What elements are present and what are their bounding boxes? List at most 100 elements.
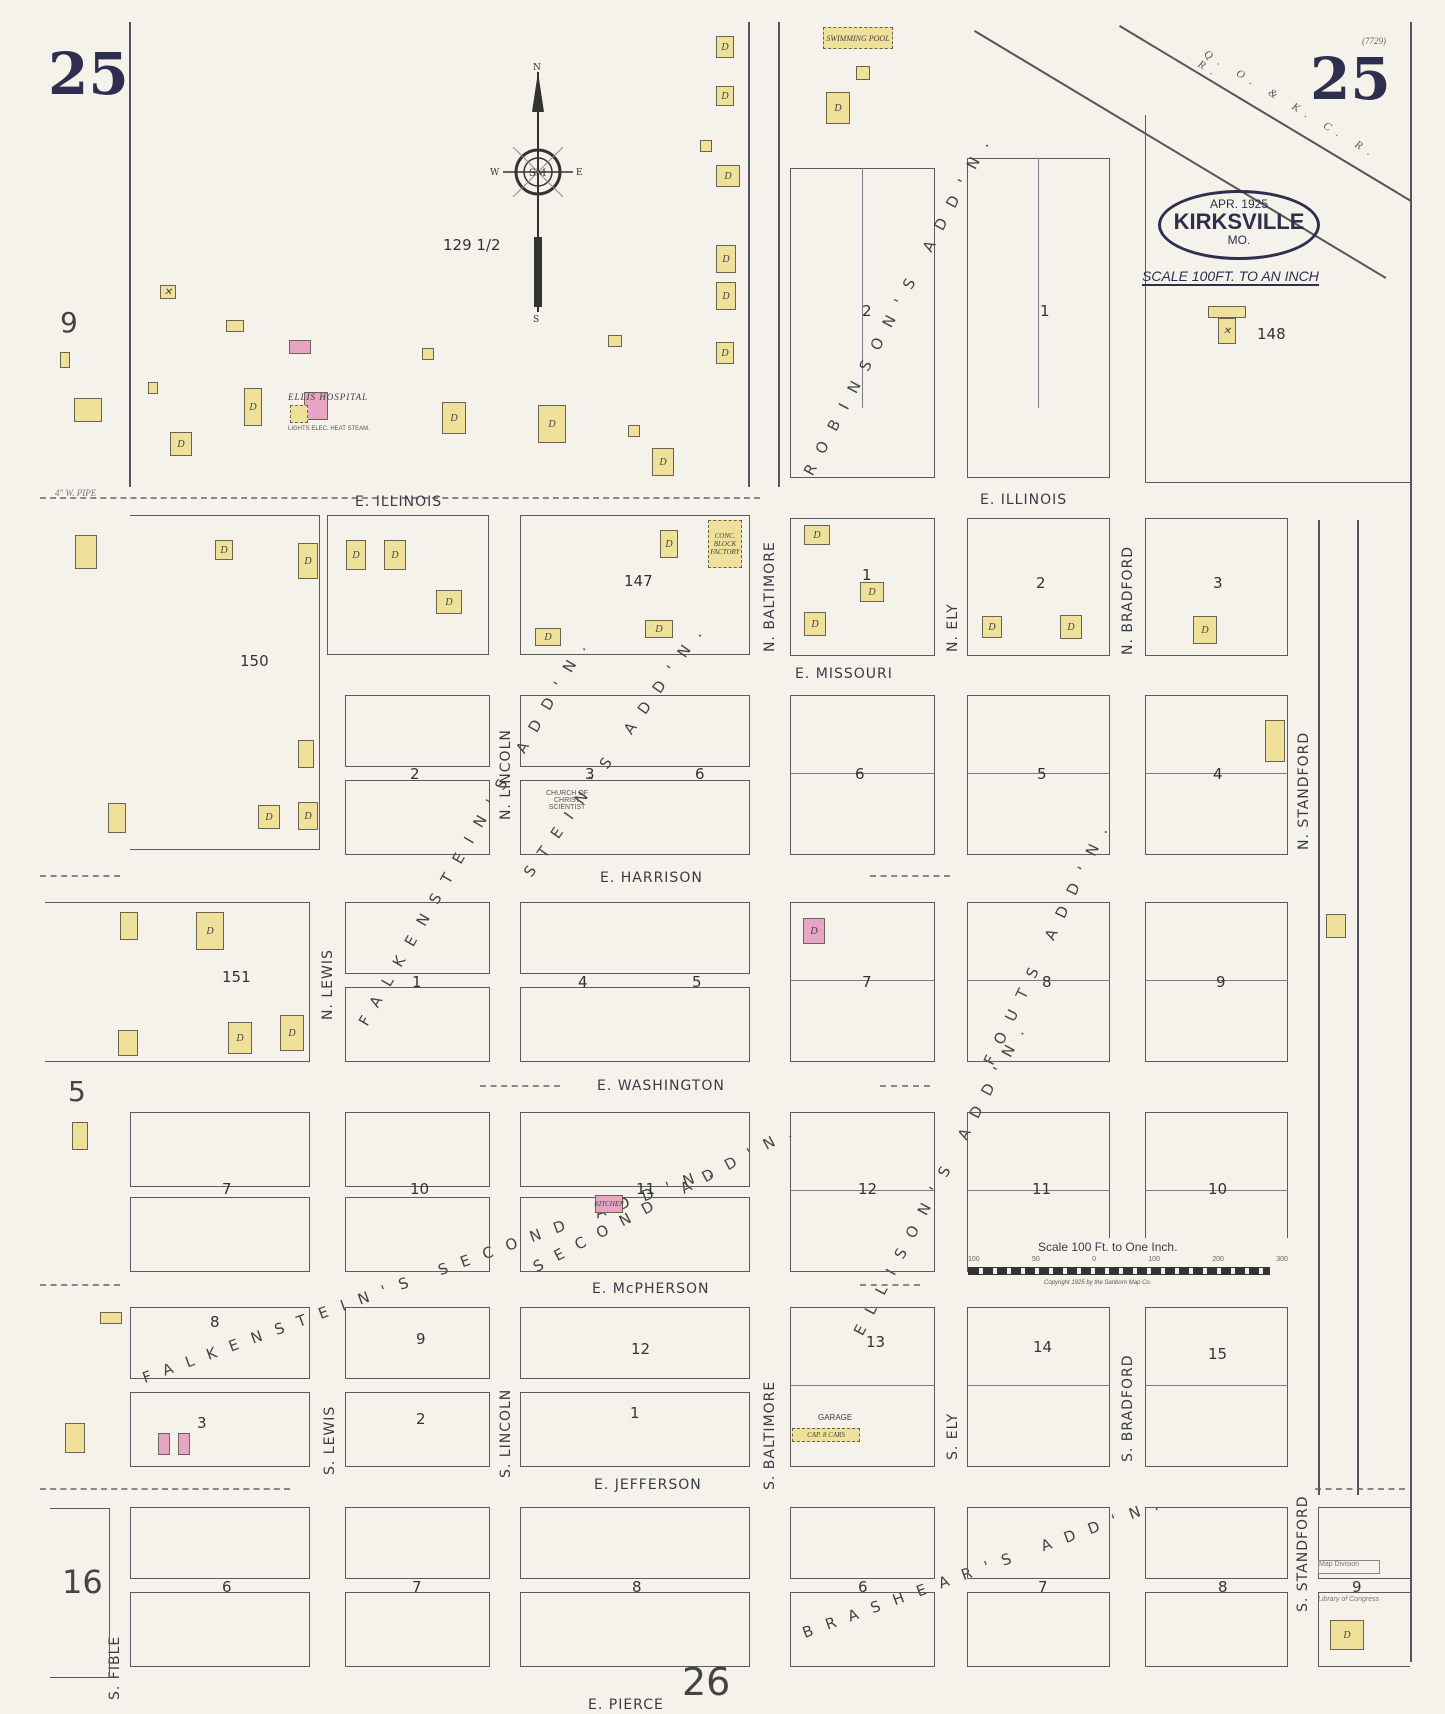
block-12 [790,1112,935,1272]
dwelling: D [535,628,561,646]
block-13 [790,1307,935,1467]
street-n-lewis: N. LEWIS [320,949,336,1020]
dwelling: D [860,582,884,602]
water-pipe-washington [480,1085,560,1087]
scale-tick: 100 [968,1256,980,1263]
scale-bar: Scale 100 Ft. to One Inch. 100 50 0 100 … [968,1238,1288,1298]
block-label: 3 [585,765,595,783]
scale-bar-graphic [968,1267,1270,1275]
building [74,398,102,422]
dwelling: D [660,530,678,558]
street-s-standford: S. STANDFORD [1295,1495,1311,1612]
building [108,803,126,833]
adjacent-sheet-5: 5 [68,1075,86,1108]
dwelling: D [645,620,673,638]
svg-text:S: S [533,315,539,322]
hospital-label: ELLIS HOSPITAL [288,392,369,402]
block-label-2: 2 [862,302,872,320]
dwelling: D [215,540,233,560]
dwelling: D [244,388,262,426]
block-7-south-row6 [345,1592,490,1667]
title-cartouche: APR. 1925 KIRKSVILLE MO. [1158,190,1320,260]
block-7-east-south [967,1592,1110,1667]
block-label: 1 [862,566,872,584]
building [1265,720,1285,762]
lot-line [862,168,863,408]
block-label: 15 [1208,1345,1228,1363]
street-n-standford: N. STANDFORD [1296,731,1312,850]
scale-tick: 50 [1031,1256,1040,1263]
water-pipe-jefferson-2 [1315,1488,1405,1490]
standford-street-line [1318,520,1320,1495]
block-label: 8 [1042,973,1052,991]
block-147-label: 147 [624,572,653,590]
street-s-ely: S. ELY [945,1412,961,1460]
dwelling: D [826,92,850,124]
block-7-east-north [967,1507,1110,1579]
block-16-outline [50,1508,110,1678]
block-4-5-south [520,987,750,1062]
block-label: 2 [1036,574,1046,592]
block-label: 7 [1038,1578,1048,1596]
street-e-washington: E. WASHINGTON [597,1078,725,1094]
block-9 [1145,902,1288,1062]
block-1-north [345,902,490,974]
dwelling: D [652,448,674,476]
block-1-south-row5 [520,1392,750,1467]
cartouche-city: KIRKSVILLE [1173,209,1305,234]
street-s-lewis: S. LEWIS [322,1405,338,1475]
dwelling: D [346,540,366,570]
dwelling: D [196,912,224,950]
block-12-north [520,1307,750,1379]
block-4 [1145,695,1288,855]
water-pipe-harrison-2 [870,875,950,877]
compass-rose: N S W E SM [490,62,583,322]
garage-label: GARAGE [818,1413,853,1422]
block-3-6-south [520,780,750,855]
water-pipe-harrison [40,875,120,877]
scale-tick: 300 [1276,1256,1288,1263]
block-1-row1 [790,518,935,656]
scale-text: SCALE 100FT. TO AN INCH [1142,268,1319,286]
block-6-east-north [790,1507,935,1579]
building [148,382,158,394]
street-e-illinois-east: E. ILLINOIS [980,492,1068,508]
block-label: 2 [416,1410,426,1428]
dwelling: D [716,342,734,364]
block-9-north [345,1307,490,1379]
svg-text:W: W [490,168,500,178]
block-8-south-row6 [520,1592,750,1667]
concrete-block-factory: CONC. BLOCK FACTORY [708,520,742,568]
scale-tick: 100 [1148,1256,1160,1263]
block-label: 7 [412,1578,422,1596]
street-n-ely: N. ELY [945,603,961,652]
block-3-row1 [1145,518,1288,656]
street-n-baltimore: N. BALTIMORE [762,541,778,652]
dwelling: D [538,405,566,443]
adjacent-sheet-26: 26 [682,1660,731,1704]
water-pipe-mcpherson-2 [860,1284,920,1286]
block-8-east-south [1145,1592,1288,1667]
block-label: 11 [636,1180,656,1198]
building [120,912,138,940]
dwelling: D [228,1022,252,1054]
block-label: 6 [695,765,705,783]
block-label: 3 [1213,574,1223,592]
sheet-code: (7729) [1362,36,1386,46]
block-10-north [345,1112,490,1187]
block-label: 3 [197,1414,207,1432]
street-s-baltimore: S. BALTIMORE [762,1380,778,1490]
block-label: 4 [1213,765,1223,783]
cartouche-state: MO. [1227,233,1251,247]
block-label: 4 [578,973,588,991]
lot-line [790,1190,935,1191]
dwelling: D [384,540,406,570]
dwelling: D [298,802,318,830]
building-148-top [1208,306,1246,318]
scale-bar-title: Scale 100 Ft. to One Inch. [1038,1240,1178,1254]
dwelling: D [1060,615,1082,639]
block-129-half-label: 129 1/2 [443,236,501,254]
block-2-south-row5 [345,1392,490,1467]
street-s-lincoln: S. LINCOLN [498,1388,514,1478]
